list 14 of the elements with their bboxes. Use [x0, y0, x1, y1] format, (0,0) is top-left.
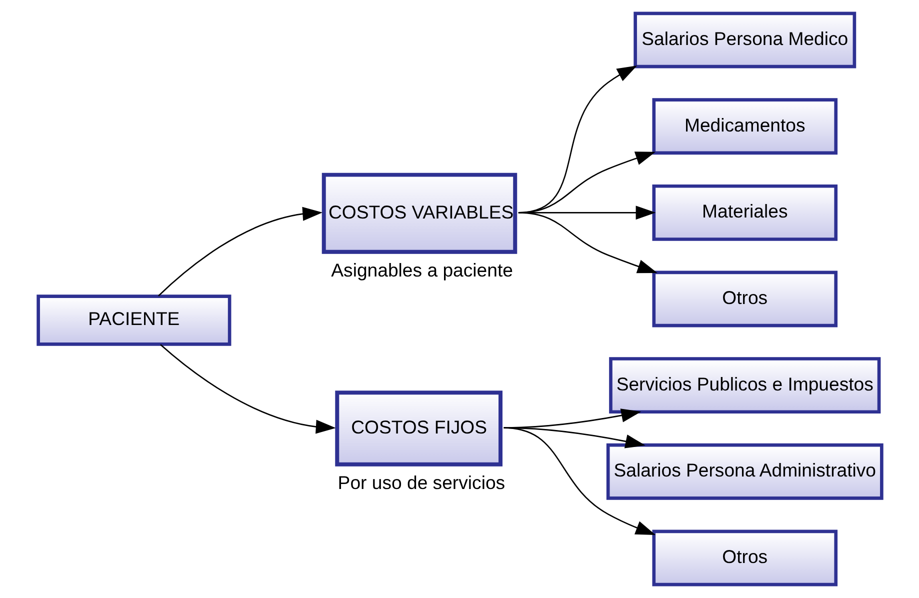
node-box: PACIENTE — [36, 294, 231, 346]
arrow — [518, 212, 657, 274]
node-box: Materiales — [652, 184, 838, 241]
node-label: Asignables a paciente — [330, 260, 512, 281]
node-box: Otros — [652, 530, 838, 586]
node-box: Salarios Persona Administrativo — [606, 443, 883, 500]
arrow — [160, 344, 336, 434]
node-box: Salarios Persona Medico — [633, 12, 856, 68]
node-box: Medicamentos — [652, 98, 838, 155]
arrow — [158, 206, 322, 296]
node-box: Otros — [652, 270, 838, 328]
node-box: Servicios Publicos e Impuestos — [608, 357, 880, 414]
node-label: Por uso de servicios — [337, 472, 505, 494]
arrow — [503, 427, 656, 535]
